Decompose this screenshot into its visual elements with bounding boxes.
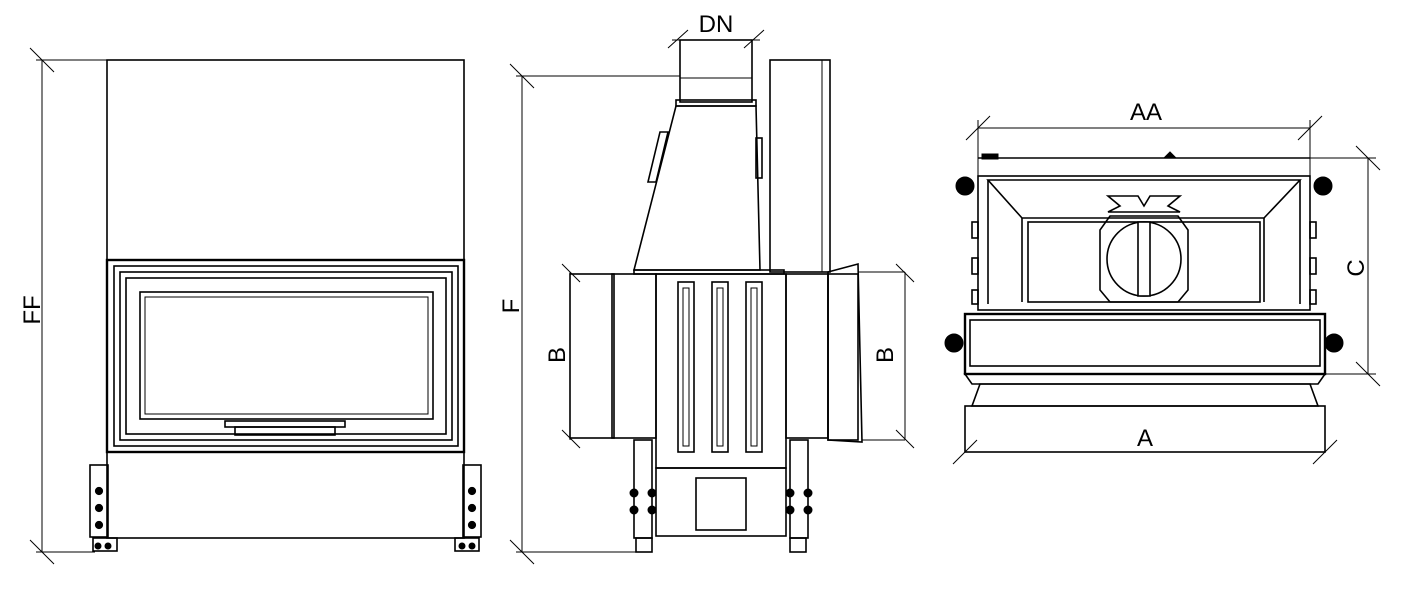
dimension-a: A <box>952 425 1338 465</box>
top-flue-damper <box>1099 215 1189 303</box>
dimension-aa: AA <box>965 99 1323 176</box>
label-aa: AA <box>1130 99 1162 126</box>
front-view: FF <box>19 47 482 565</box>
label-b-right: B <box>872 347 899 363</box>
front-door-glass <box>139 291 434 420</box>
label-a: A <box>1137 425 1153 452</box>
front-base <box>106 451 465 539</box>
side-inspection-hatch <box>695 477 747 531</box>
flue-collar <box>679 39 753 103</box>
dimension-b-left: B <box>544 263 581 449</box>
label-dn: DN <box>699 11 734 38</box>
dimension-c: C <box>1310 145 1381 387</box>
label-c: C <box>1343 259 1370 276</box>
vent-1 <box>677 281 695 453</box>
side-door-right <box>785 273 829 439</box>
door-handle <box>224 420 346 428</box>
side-leg-right <box>789 439 809 539</box>
side-door-left <box>569 273 615 439</box>
front-leg-left <box>89 464 109 538</box>
label-b-left: B <box>544 347 571 363</box>
front-hood-panel <box>106 59 465 261</box>
vent-2 <box>711 281 729 453</box>
side-body <box>655 273 787 469</box>
front-leg-right <box>462 464 482 538</box>
side-hood <box>632 105 761 271</box>
label-ff: FF <box>19 295 46 324</box>
side-base <box>655 467 787 537</box>
top-outer-plate <box>977 175 1311 311</box>
dimension-ff: FF <box>19 47 107 565</box>
side-rear-panel <box>769 59 831 273</box>
vent-3 <box>745 281 763 453</box>
top-front-frame <box>963 312 1327 376</box>
dimension-f: F <box>498 63 680 565</box>
side-leg-left <box>633 439 653 539</box>
dimension-b-right: B <box>858 263 915 449</box>
front-firebox-frame <box>105 258 466 454</box>
side-view: DN F B B <box>498 11 915 565</box>
label-f: F <box>498 299 525 314</box>
top-arrow-logo <box>1105 195 1183 213</box>
top-view: AA A C <box>944 99 1381 465</box>
dimension-dn: DN <box>667 11 765 49</box>
